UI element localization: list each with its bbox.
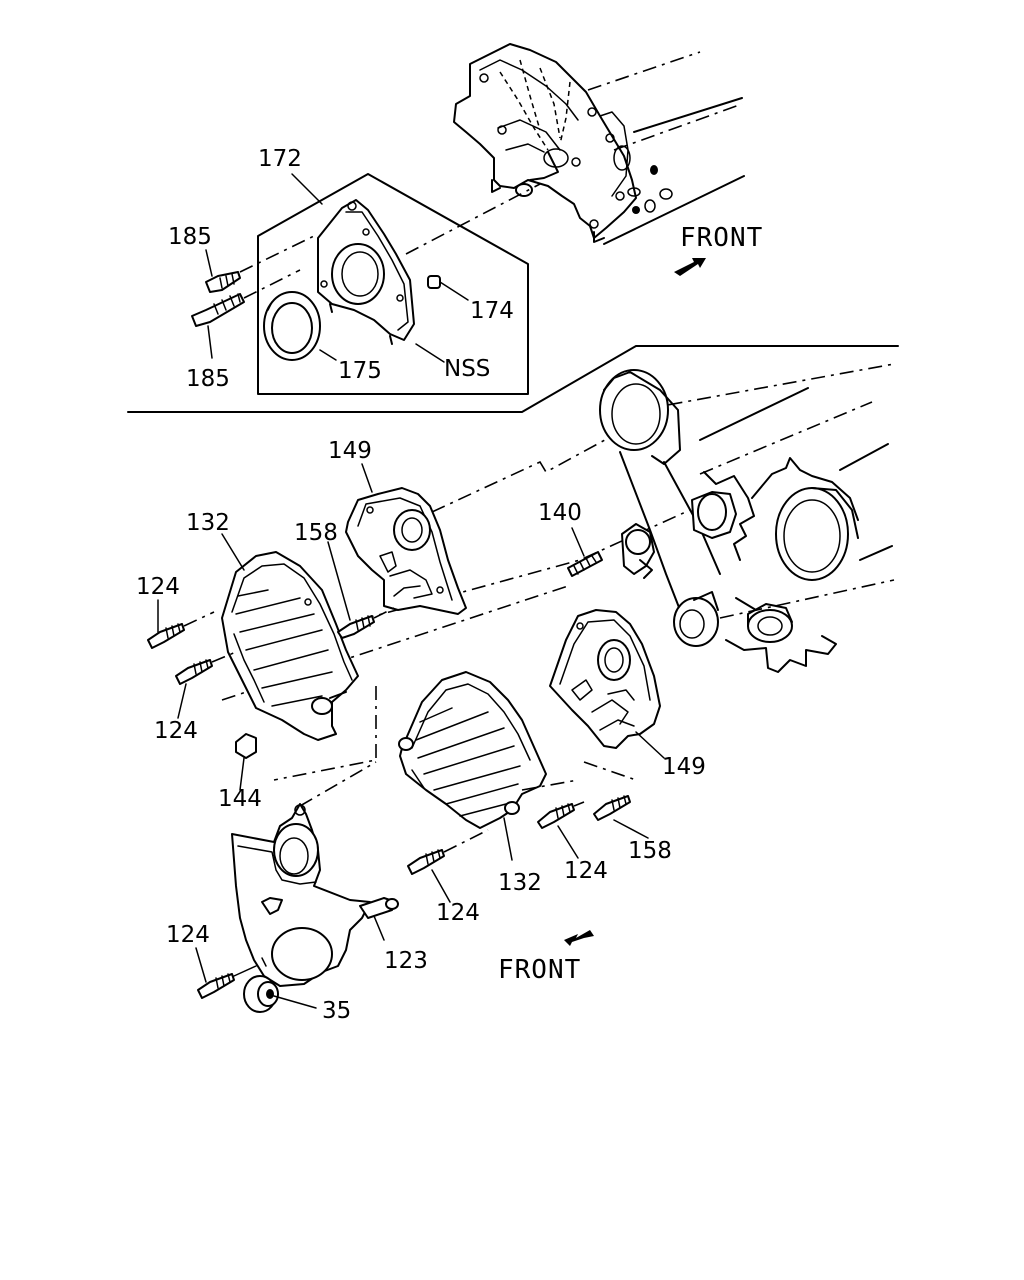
- section-divider: [127, 345, 899, 413]
- long-centerline-1: [431, 409, 661, 513]
- bolt-185-upper: [205, 235, 315, 293]
- block-edge-top: [633, 97, 743, 133]
- seal-retainer-plate: [317, 199, 415, 345]
- long-centerline-5: [299, 761, 377, 807]
- engine-block-upper: [453, 43, 673, 243]
- bolt-124-lower-left: [175, 651, 237, 719]
- rear-cover-149-lower: [549, 609, 665, 759]
- label-175: 175: [338, 358, 382, 384]
- nut-144: [235, 733, 257, 791]
- timing-belt: [599, 369, 721, 647]
- label-nss: NSS: [444, 356, 490, 382]
- lower-cover-123: [231, 803, 399, 987]
- block-edge-bottom: [603, 175, 745, 245]
- centerline-lower-149: [583, 761, 637, 781]
- label-124-a: 124: [136, 574, 180, 600]
- label-123: 123: [384, 948, 428, 974]
- block-right-low: [859, 545, 893, 561]
- bolt-185-lower: [191, 269, 301, 327]
- block-right-top: [699, 387, 809, 441]
- right-centerline-2: [699, 401, 873, 475]
- label-158-upper: 158: [294, 520, 338, 546]
- block-right-mid: [839, 443, 889, 471]
- stud-140: [567, 527, 603, 577]
- front-arrow-bottom: [564, 930, 594, 946]
- label-124-b: 124: [154, 718, 198, 744]
- washer-35: [243, 975, 317, 1013]
- right-centerline-1: [639, 363, 895, 411]
- label-124-d: 124: [436, 900, 480, 926]
- oil-seal: [263, 291, 321, 361]
- label-35: 35: [322, 998, 351, 1024]
- label-124-e: 124: [166, 922, 210, 948]
- label-132-lower: 132: [498, 870, 542, 896]
- bolt-124-bottom-left: [195, 947, 257, 999]
- tensioner-pulley: [691, 491, 737, 539]
- bolt-158-upper: [327, 541, 395, 639]
- label-149-upper: 149: [328, 438, 372, 464]
- engine-block-lower: [703, 457, 859, 673]
- bolt-158-lower: [593, 795, 649, 839]
- label-132-upper: 132: [186, 510, 230, 536]
- centerline-top-2: [613, 103, 743, 151]
- label-174: 174: [470, 298, 514, 324]
- label-172: 172: [258, 146, 302, 172]
- centerline-top-1: [587, 51, 701, 91]
- bracket-140: [621, 523, 655, 579]
- front-cover-132-upper: [221, 551, 359, 741]
- shaft-centerline: [405, 183, 541, 255]
- label-185-bottom: 185: [186, 366, 230, 392]
- label-front-top: FRONT: [680, 223, 763, 253]
- bolt-124-upper-left: [147, 599, 215, 649]
- front-cover-132-lower: [398, 671, 547, 861]
- kit-box: [257, 173, 529, 395]
- label-124-c: 124: [564, 858, 608, 884]
- bolt-124-lower-right: [537, 801, 585, 859]
- label-front-bottom: FRONT: [498, 955, 581, 985]
- label-149-lower: 149: [662, 754, 706, 780]
- front-arrow-top: [674, 258, 706, 276]
- bolt-124-lower-center: [407, 829, 489, 903]
- right-centerline-3: [719, 579, 895, 619]
- label-185-top: 185: [168, 224, 212, 250]
- label-144: 144: [218, 786, 262, 812]
- idler-pulley: [747, 603, 793, 643]
- label-158-lower: 158: [628, 838, 672, 864]
- dowel-pin: [427, 275, 469, 301]
- rear-cover-149-upper: [345, 487, 467, 615]
- centerline-lower-cover: [521, 779, 579, 791]
- label-140: 140: [538, 500, 582, 526]
